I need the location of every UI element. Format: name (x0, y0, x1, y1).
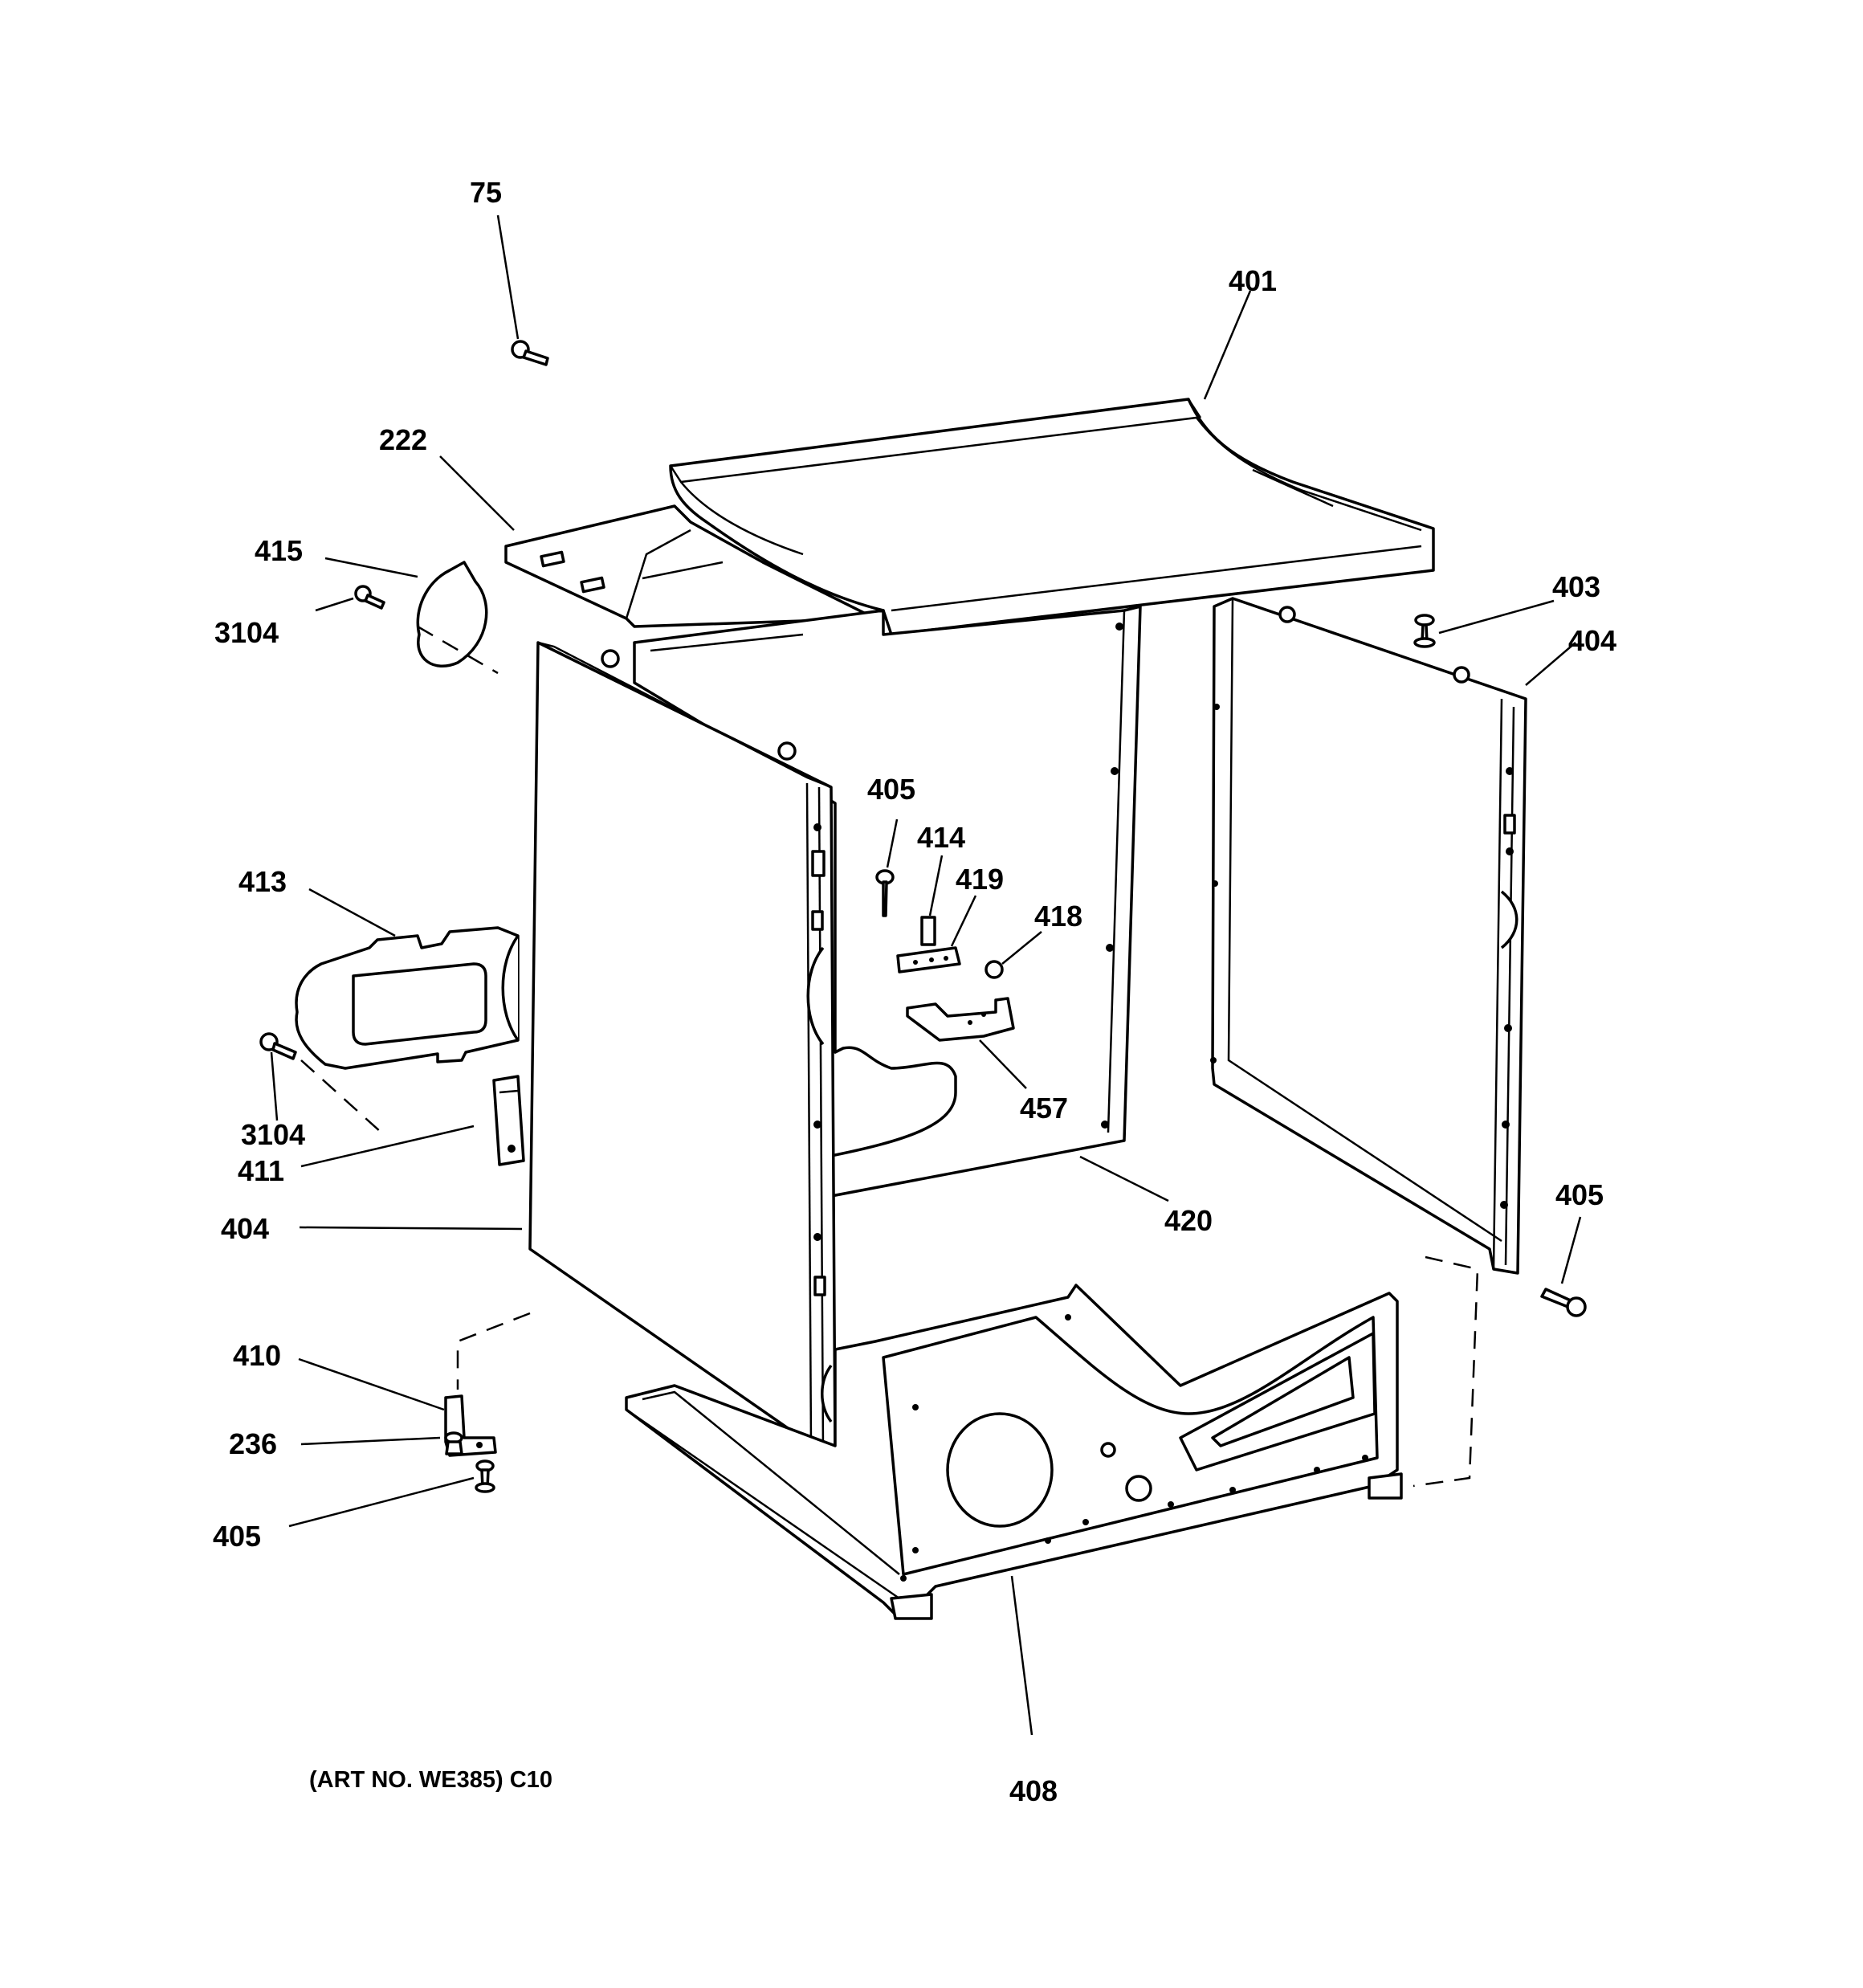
callout-236: 236 (229, 1427, 277, 1460)
alignment-lines (300, 625, 1479, 1488)
screw-3104-lower-drawing (259, 1032, 297, 1060)
callout-401: 401 (1229, 264, 1277, 297)
screw-405-center-drawing (875, 869, 895, 917)
callout-410: 410 (233, 1339, 281, 1372)
callout-408: 408 (1009, 1774, 1058, 1807)
callout-420: 420 (1164, 1204, 1213, 1237)
side-panel-404-right-drawing (1210, 597, 1527, 1275)
callout-419: 419 (956, 863, 1004, 896)
panel-222-drawing (504, 504, 877, 628)
callout-418: 418 (1034, 900, 1082, 933)
base-408-drawing (625, 1284, 1403, 1620)
access-cover-413-drawing (295, 926, 520, 1070)
callout-403: 403 (1552, 570, 1600, 603)
callout-457: 457 (1020, 1092, 1068, 1125)
callout-405-right: 405 (1555, 1178, 1604, 1211)
callout-405-center: 405 (867, 773, 915, 806)
callout-404-left: 404 (221, 1212, 269, 1245)
callout-405-lower-left: 405 (213, 1520, 261, 1553)
leader-lines (270, 214, 1582, 1736)
callout-3104-upper: 3104 (214, 616, 279, 649)
art-number: (ART NO. WE385) C10 (309, 1767, 552, 1793)
callout-413: 413 (238, 865, 287, 898)
nut-418-drawing (984, 960, 1004, 979)
callout-3104-lower: 3104 (241, 1118, 305, 1151)
callout-415: 415 (255, 534, 303, 567)
top-cover-401-drawing (669, 398, 1435, 636)
callout-404-right: 404 (1568, 624, 1616, 657)
terminal-block-419-drawing (896, 946, 961, 974)
callout-414: 414 (917, 821, 965, 854)
screw-75-drawing (511, 340, 549, 366)
clip-414-drawing (920, 916, 936, 946)
callout-75: 75 (470, 176, 502, 209)
leveling-foot-236-drawing (444, 1431, 463, 1455)
screw-405-right-drawing (1540, 1288, 1587, 1317)
bracket-457-drawing (906, 997, 1015, 1042)
screw-3104-upper-drawing (354, 585, 385, 610)
callout-labels: 75 401 222 415 3104 403 404 405 414 419 … (213, 176, 1616, 1807)
screw-403-drawing (1413, 614, 1436, 648)
callout-411: 411 (238, 1154, 284, 1187)
bracket-411-drawing (492, 1075, 525, 1166)
cover-415-drawing (416, 561, 488, 667)
callout-222: 222 (379, 423, 427, 456)
screw-405-lower-left-drawing (475, 1459, 495, 1493)
side-panel-404-left-drawing (528, 641, 837, 1455)
